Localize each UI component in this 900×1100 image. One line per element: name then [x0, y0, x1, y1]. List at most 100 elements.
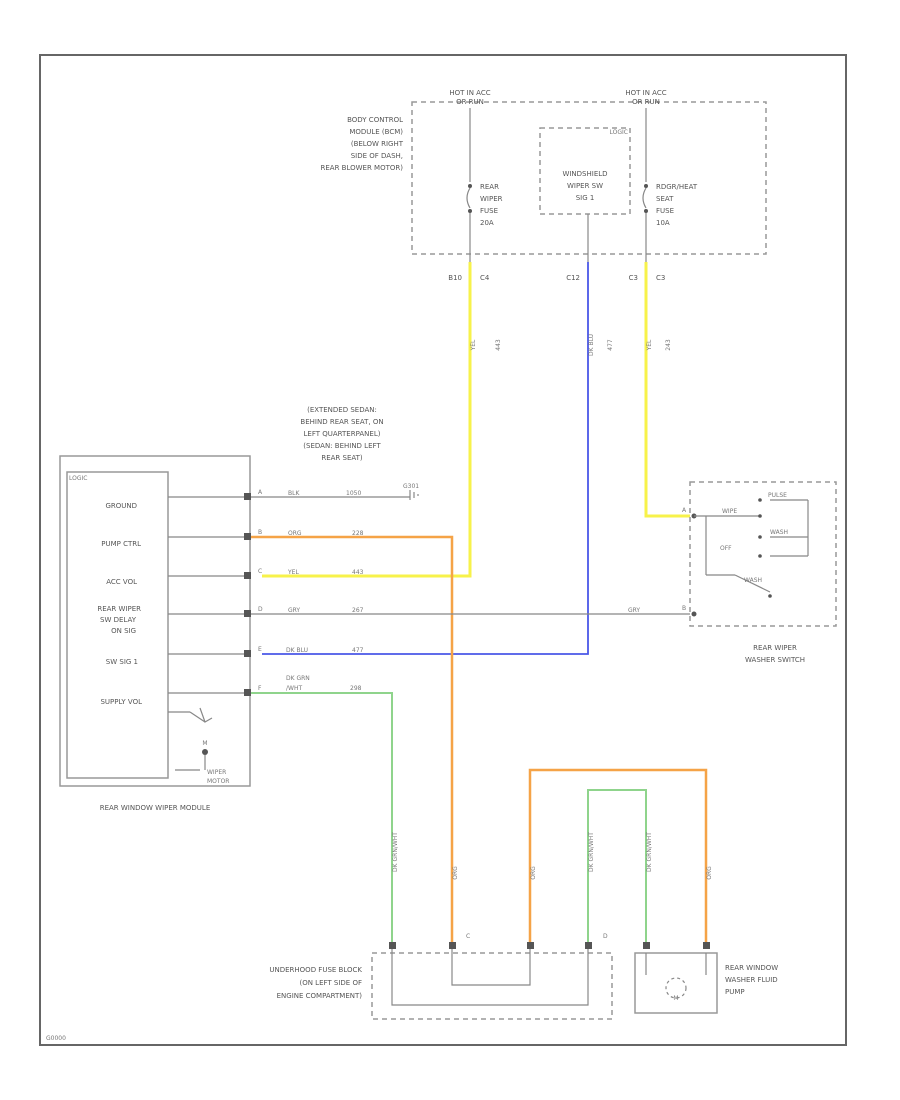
hot-left-line2: OR RUN — [456, 98, 484, 106]
switch-pin-a: A — [682, 507, 687, 514]
bcm-logic-box — [539, 127, 631, 215]
row-on-sig: ON SIG — [111, 627, 136, 635]
hot-right-line1: HOT IN ACC — [625, 89, 666, 97]
pin-f: F — [258, 685, 262, 692]
vl-3: ORG — [530, 866, 537, 880]
fuse1-l2: WIPER — [480, 195, 503, 203]
wl-y2-color: YEL — [646, 339, 653, 351]
body-control-module: BODY CONTROL MODULE (BCM) (BELOW RIGHT S… — [321, 89, 767, 282]
row-pump-ctrl: PUMP CTRL — [101, 540, 141, 548]
switch-pos-pulse: PULSE — [768, 492, 787, 499]
w1-num: 1050 — [346, 490, 361, 497]
module-outer-box — [59, 455, 251, 787]
pump-symbol: M — [673, 995, 678, 1002]
sig-l3: SIG 1 — [576, 194, 595, 202]
switch-box — [689, 481, 837, 627]
motor-symbol: M — [202, 740, 207, 747]
bcm-label-1: BODY CONTROL — [347, 116, 403, 124]
wire-yellow-switch — [644, 262, 690, 518]
vl-1: DK GRN/WHT — [392, 832, 399, 872]
row-sw-delay: SW DELAY — [100, 616, 137, 624]
bcm-label-3: (BELOW RIGHT — [351, 140, 404, 148]
fuse2-l1: RDGR/HEAT — [656, 183, 698, 191]
row-supply-vol: SUPPLY VOL — [100, 698, 142, 706]
fuse1-l3: FUSE — [480, 207, 498, 215]
wire-blue-sig — [262, 262, 589, 655]
w4-num: 267 — [352, 607, 364, 614]
module-logic-tag: LOGIC — [69, 475, 87, 482]
bcm-label-4: SIDE OF DASH, — [351, 152, 403, 160]
switch-pos-off: OFF — [720, 545, 732, 552]
bcm-pin-c3a: C3 — [629, 274, 638, 282]
wire-yellow-acc — [262, 262, 472, 578]
fuse1-l1: REAR — [480, 183, 499, 191]
ground-note-3: LEFT QUARTERPANEL) — [304, 430, 381, 438]
wire-orange-pump — [251, 535, 454, 945]
wire-orange-pump-loop — [528, 768, 708, 945]
pin-e: E — [258, 646, 262, 653]
fuse1-l4: 20A — [480, 219, 494, 227]
hot-left-line1: HOT IN ACC — [449, 89, 490, 97]
vl-4: DK GRN/WHT — [588, 832, 595, 872]
sig-l1: WINDSHIELD — [562, 170, 607, 178]
module-name: REAR WINDOW WIPER MODULE — [100, 804, 211, 812]
row-ground: GROUND — [105, 502, 137, 510]
w3-color: YEL — [287, 569, 299, 576]
pump-label-2: WASHER FLUID — [725, 976, 778, 984]
wl-y1-num: 443 — [495, 339, 502, 351]
switch-pos-wipe: WIPE — [722, 508, 737, 515]
w2-num: 228 — [352, 530, 364, 537]
ground-symbol: G301 — [403, 483, 419, 500]
motor-label-2: MOTOR — [207, 778, 229, 785]
fuse-block-label-3: ENGINE COMPARTMENT) — [277, 992, 363, 1000]
vl-6: ORG — [706, 866, 713, 880]
pump-box — [634, 952, 718, 1014]
fuse2-l2: SEAT — [656, 195, 674, 203]
fuse-block-pin-c: C — [466, 933, 470, 940]
w4b-color: GRY — [628, 607, 640, 614]
pump-label-3: PUMP — [725, 988, 745, 996]
switch-pin-b: B — [682, 605, 686, 612]
switch-name-2: WASHER SWITCH — [745, 656, 805, 664]
switch-name-1: REAR WIPER — [753, 644, 797, 652]
g-label: G301 — [403, 483, 419, 490]
w5-num: 477 — [352, 647, 364, 654]
w5-color: DK BLU — [286, 647, 308, 654]
bcm-pin-c12: C12 — [566, 274, 580, 282]
w1-color: BLK — [288, 490, 300, 497]
rear-wiper-washer-switch: A B PULSE WIPE OFF WASH WASH REAR WIPER … — [682, 481, 837, 664]
switch-pos-wash2: WASH — [744, 577, 762, 584]
fuse-block-label-1: UNDERHOOD FUSE BLOCK — [269, 966, 362, 974]
fuse-block-label-2: (ON LEFT SIDE OF — [299, 979, 362, 987]
row-acc-vol: ACC VOL — [106, 578, 137, 586]
fuse2-l4: 10A — [656, 219, 670, 227]
fuse-block-box — [371, 952, 613, 1020]
w6-color-1: DK GRN — [286, 675, 310, 682]
bcm-logic-tag: LOGIC — [610, 129, 628, 136]
switch-pos-wash1: WASH — [770, 529, 788, 536]
hot-right-line2: OR RUN — [632, 98, 660, 106]
wl-b1-color: DK BLU — [588, 334, 595, 356]
w4-color: GRY — [288, 607, 300, 614]
fuse-block-pin-d: D — [603, 933, 608, 940]
bcm-pin-c3b: C3 — [656, 274, 665, 282]
wl-y1-color: YEL — [470, 339, 477, 351]
wl-y2-num: 243 — [665, 339, 672, 351]
bcm-box — [411, 101, 767, 255]
bcm-label-5: REAR BLOWER MOTOR) — [321, 164, 404, 172]
bcm-pin-b10: B10 — [448, 274, 462, 282]
vl-5: DK GRN/WHT — [646, 832, 653, 872]
w3-num: 443 — [352, 569, 364, 576]
pin-a: A — [258, 489, 263, 496]
washer-fluid-pump: M REAR WINDOW WASHER FLUID PUMP — [634, 942, 778, 1014]
bcm-label-2: MODULE (BCM) — [349, 128, 403, 136]
diagram-frame — [39, 54, 847, 1046]
w6-color-2: /WHT — [286, 685, 302, 692]
ground-note-5: REAR SEAT) — [321, 454, 363, 462]
row-rear-wiper: REAR WIPER — [97, 605, 141, 613]
wire-green-pump-loop — [587, 789, 647, 945]
ground-note-1: (EXTENDED SEDAN: — [307, 406, 377, 414]
bcm-pin-c4: C4 — [480, 274, 490, 282]
row-sw-sig1: SW SIG 1 — [106, 658, 138, 666]
